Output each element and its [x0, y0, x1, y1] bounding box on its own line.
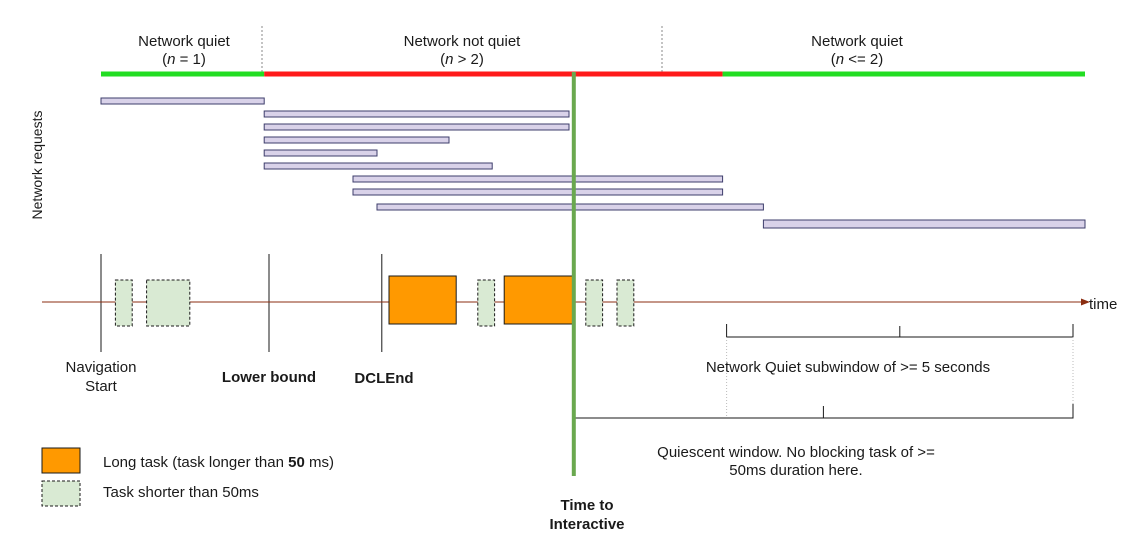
quiescent-window-label-line1: Quiescent window. No blocking task of >=: [657, 444, 935, 461]
short-task: [616, 279, 635, 327]
legend-short-task-swatch: [41, 480, 81, 507]
time-axis-label: time: [1089, 296, 1117, 313]
network-request-bar: [263, 162, 493, 170]
legend-long-task-swatch: [41, 447, 81, 474]
phase-labels: Network quiet (n = 1) Network not quiet …: [138, 33, 904, 68]
network-request-bar: [352, 175, 724, 183]
network-request-bar: [263, 149, 378, 157]
network-requests-label: Network requests: [29, 111, 45, 220]
phase-2-cond-var: n: [836, 51, 844, 68]
short-task: [114, 279, 133, 327]
legend-long-suffix: ms): [305, 454, 334, 471]
phase-2-condition: (n <= 2): [831, 51, 884, 68]
phase-2-title: Network quiet: [811, 33, 904, 50]
phase-0-cond-var: n: [167, 51, 175, 68]
phase-0-title: Network quiet: [138, 33, 231, 50]
quiescent-window-bracket: [573, 404, 1074, 419]
tti-label-line2: Interactive: [549, 516, 624, 533]
network-quiet-window-bracket: [726, 324, 1074, 338]
short-task: [146, 279, 191, 327]
network-quiet-window-label: Network Quiet subwindow of >= 5 seconds: [706, 359, 990, 376]
marker-label-navigation-start-line2: Start: [85, 378, 118, 395]
phase-1-cond-rest: > 2: [453, 51, 478, 68]
long-task: [388, 275, 457, 325]
legend-short-task-label: Task shorter than 50ms: [103, 484, 259, 501]
phase-1-title: Network not quiet: [404, 33, 522, 50]
marker-label-dclend: DCLEnd: [354, 370, 413, 387]
legend-long-bold: 50: [288, 454, 305, 471]
short-task: [585, 279, 604, 327]
legend: Long task (task longer than 50 ms) Task …: [41, 447, 334, 507]
phase-1-cond-var: n: [445, 51, 453, 68]
phase-0-cond-rest: = 1: [175, 51, 200, 68]
short-task: [477, 279, 496, 327]
legend-long-prefix: Long task (task longer than: [103, 454, 288, 471]
marker-label-lower-bound: Lower bound: [222, 369, 316, 386]
marker-label-navigation-start-line1: Navigation: [66, 359, 137, 376]
time-axis-arrow: [1081, 298, 1090, 306]
network-request-bar: [376, 203, 764, 211]
long-task: [503, 275, 575, 325]
network-request-bar: [263, 123, 570, 131]
phase-2-cond-rest: <= 2: [844, 51, 878, 68]
tasks: [114, 275, 635, 327]
marker-lines: [100, 254, 383, 352]
quiescent-window-label-line2: 50ms duration here.: [729, 462, 862, 479]
network-request-bars: [100, 97, 1086, 229]
legend-long-task-label: Long task (task longer than 50 ms): [103, 454, 334, 471]
network-request-bar: [352, 188, 724, 196]
phase-1-condition: (n > 2): [440, 51, 484, 68]
network-request-bar: [263, 136, 450, 144]
network-request-bar: [263, 110, 570, 118]
network-request-bar: [100, 97, 265, 105]
network-request-bar: [762, 219, 1086, 229]
tti-label-line1: Time to: [560, 497, 613, 514]
phase-0-condition: (n = 1): [162, 51, 206, 68]
